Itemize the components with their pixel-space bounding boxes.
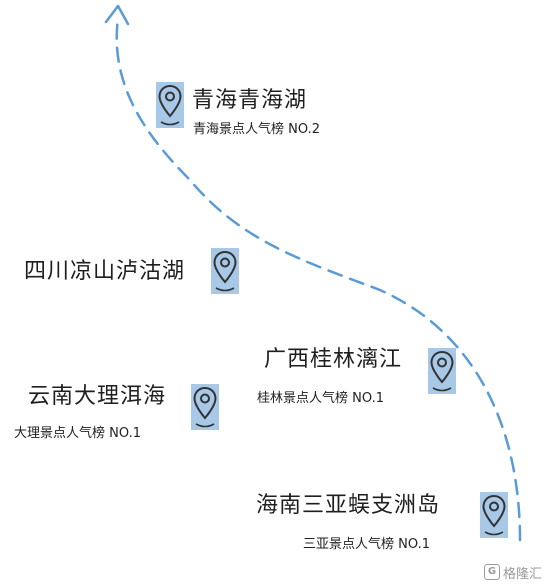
watermark-logo-icon: G [483,564,500,580]
location-rank-guilin: 桂林景点人气榜 NO.1 [257,391,384,406]
location-rank-qinghai: 青海景点人气榜 NO.2 [193,122,320,137]
location-name-lugu: 四川凉山泸沽湖 [24,259,186,284]
watermark-text: 格隆汇 [502,566,542,582]
location-name-dali: 云南大理洱海 [28,384,167,409]
location-pin-icon [211,248,239,294]
arrow-up-icon [104,4,130,26]
location-name-sanya: 海南三亚蜈支洲岛 [256,493,441,518]
dashed-route-line [115,16,522,542]
location-rank-sanya: 三亚景点人气榜 NO.1 [303,537,430,552]
location-rank-dali: 大理景点人气榜 NO.1 [14,426,141,441]
location-pin-icon [191,384,219,430]
location-pin-icon [480,492,508,538]
location-pin-icon [156,82,184,128]
location-pin-icon [428,348,456,394]
location-name-guilin: 广西桂林漓江 [264,347,403,372]
watermark: G 格隆汇 [483,563,542,582]
location-name-qinghai: 青海青海湖 [192,88,308,113]
